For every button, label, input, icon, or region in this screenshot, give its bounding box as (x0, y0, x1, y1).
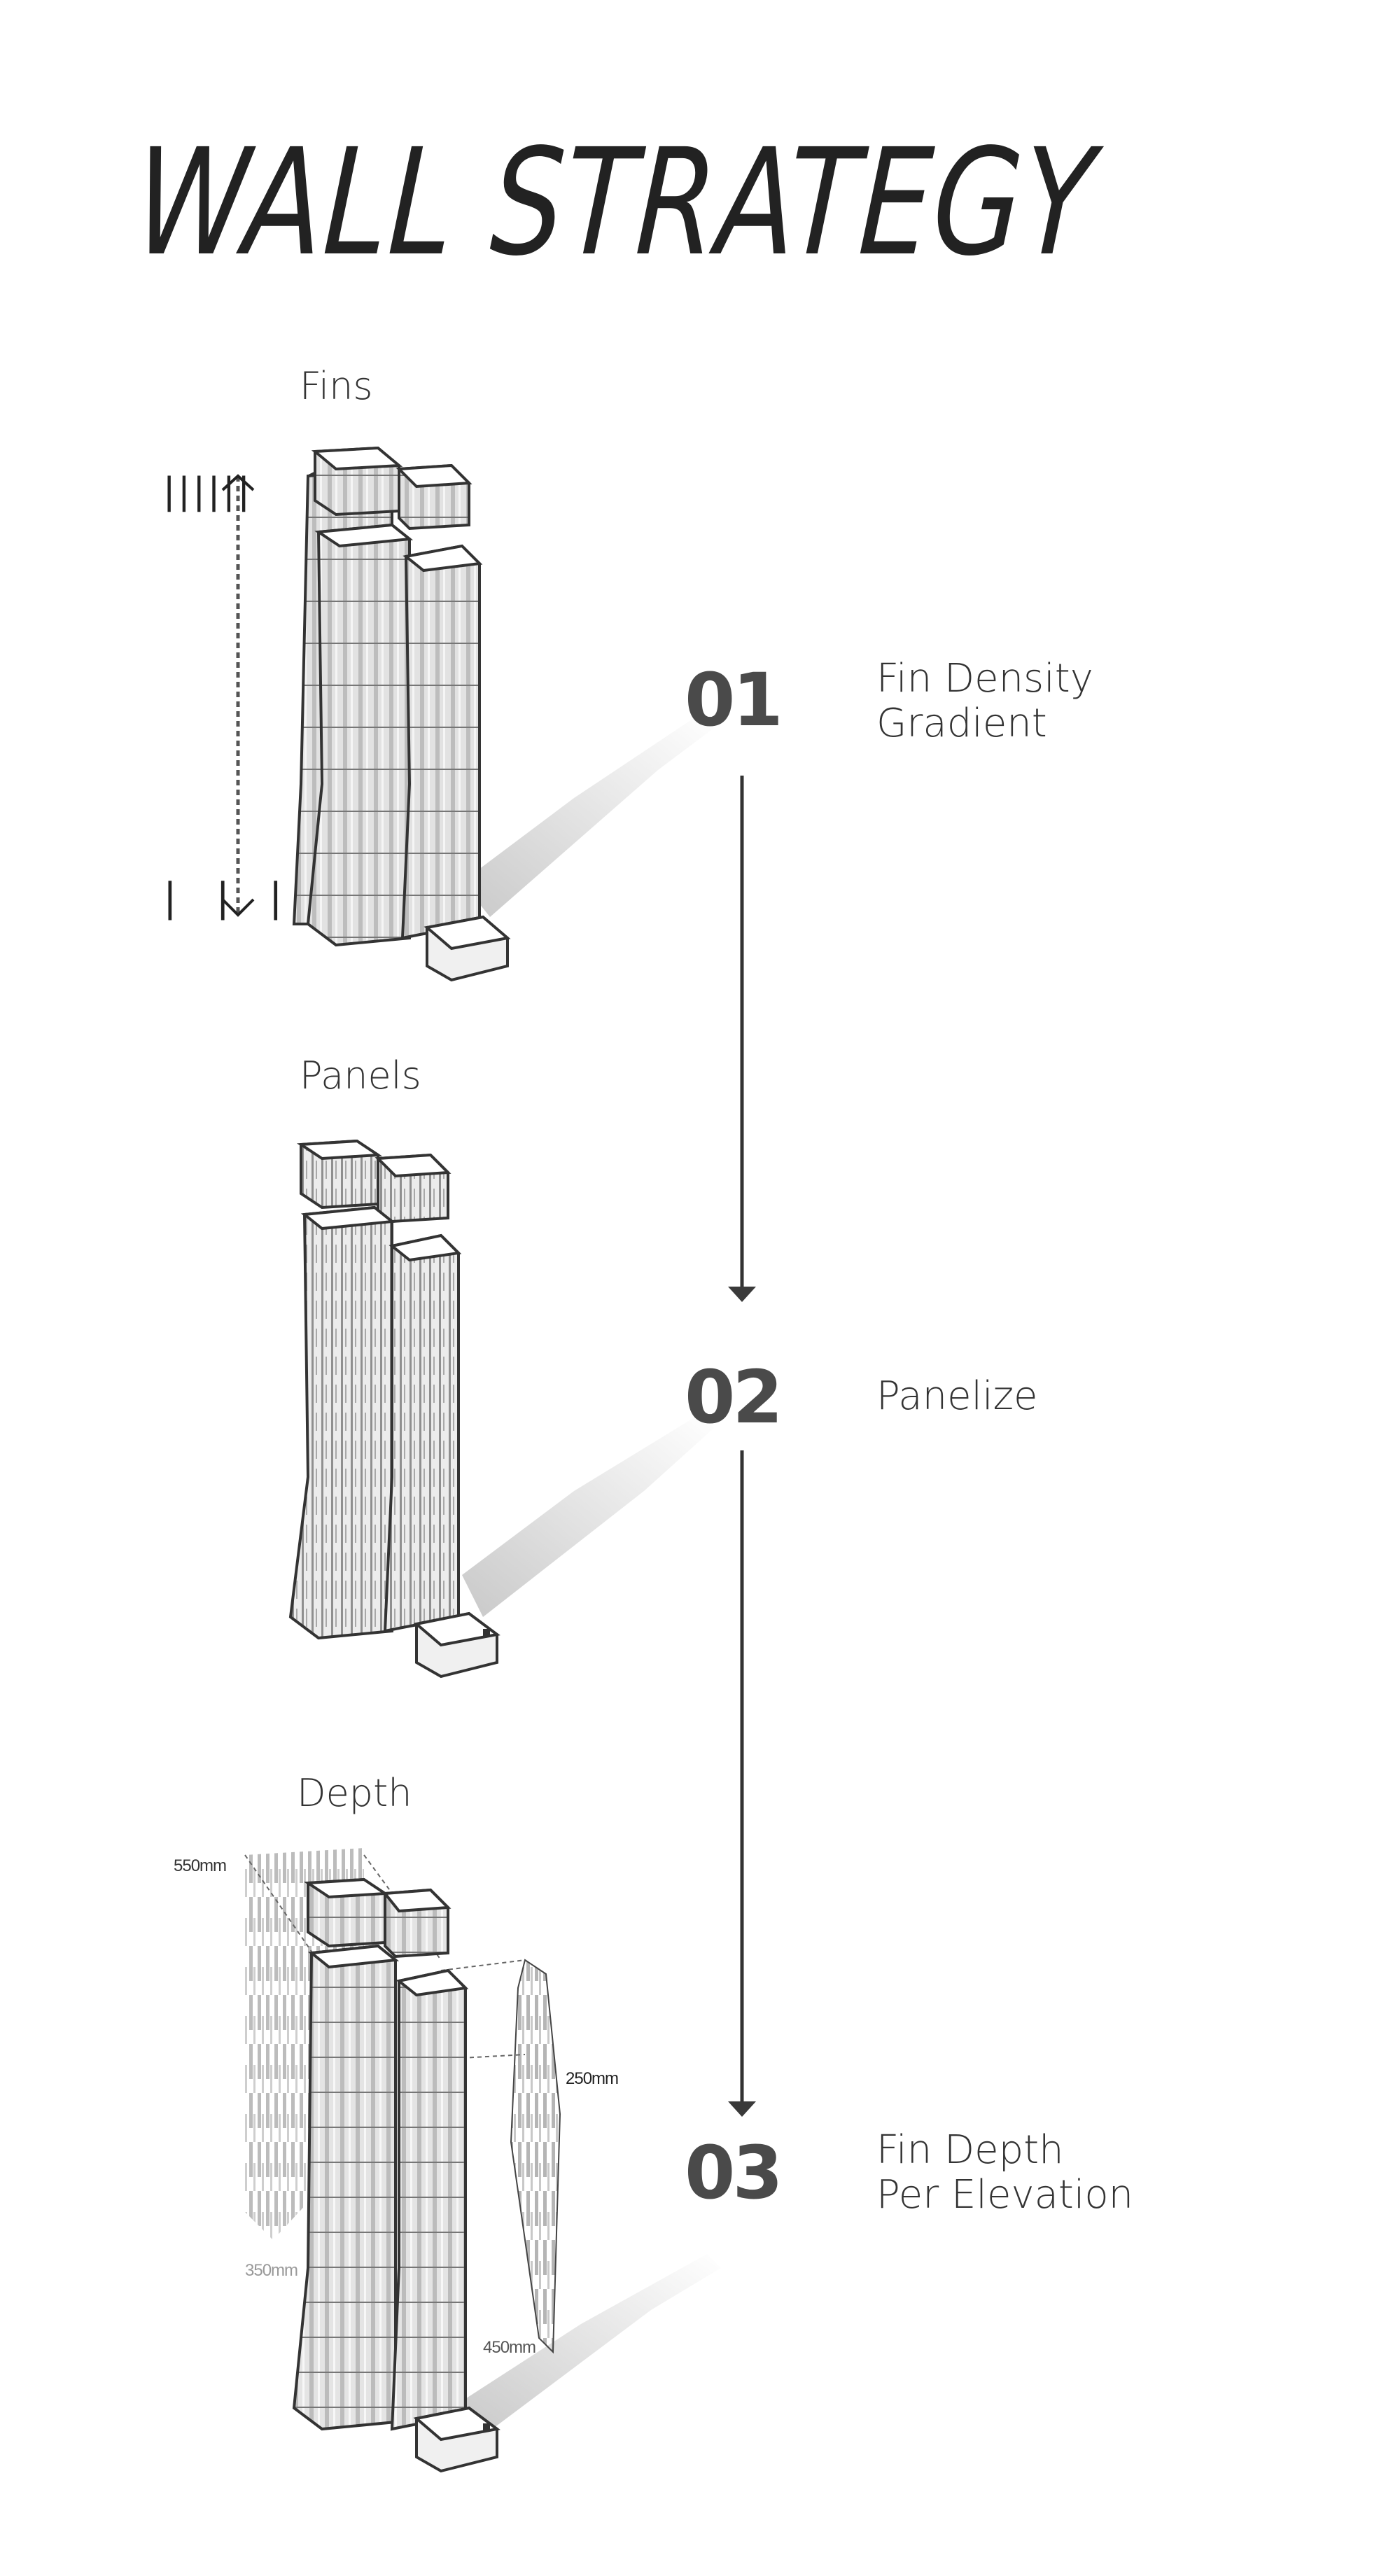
step-number-03: 03 (685, 2130, 783, 2216)
tower-fins-illustration (292, 446, 714, 982)
step-02-description: Panelize (876, 1373, 1038, 1419)
page-title: WALL STRATEGY (131, 117, 1100, 288)
dimension-label-350mm: 350mm (245, 2261, 298, 2280)
step-03-line1: Fin Depth (876, 2127, 1064, 2173)
step-01-line2: Gradient (876, 701, 1047, 747)
stage-label-panels: Panels (300, 1054, 421, 1098)
step-02-line1: Panelize (876, 1373, 1038, 1419)
dimension-label-550mm: 550mm (174, 1856, 227, 1875)
stage-label-depth: Depth (297, 1771, 412, 1815)
dimension-label-450mm: 450mm (483, 2338, 536, 2357)
sparse-fins-marker: | | | (158, 875, 290, 920)
step-arrow-01-02-icon (728, 776, 756, 1302)
step-arrow-02-03-icon (728, 1450, 756, 2117)
step-03-description: Fin Depth Per Elevation (876, 2127, 1134, 2218)
tower-depth-illustration (244, 1848, 721, 2473)
step-01-description: Fin Density Gradient (876, 656, 1093, 747)
density-gradient-arrow-icon (221, 474, 255, 917)
dimension-label-250mm: 250mm (566, 2069, 619, 2088)
step-number-02: 02 (685, 1354, 783, 1440)
step-03-line2: Per Elevation (876, 2172, 1134, 2218)
stage-label-fins: Fins (300, 364, 373, 408)
tower-panels-illustration (288, 1139, 714, 1679)
step-number-01: 01 (685, 657, 783, 743)
step-01-line1: Fin Density (876, 656, 1093, 701)
